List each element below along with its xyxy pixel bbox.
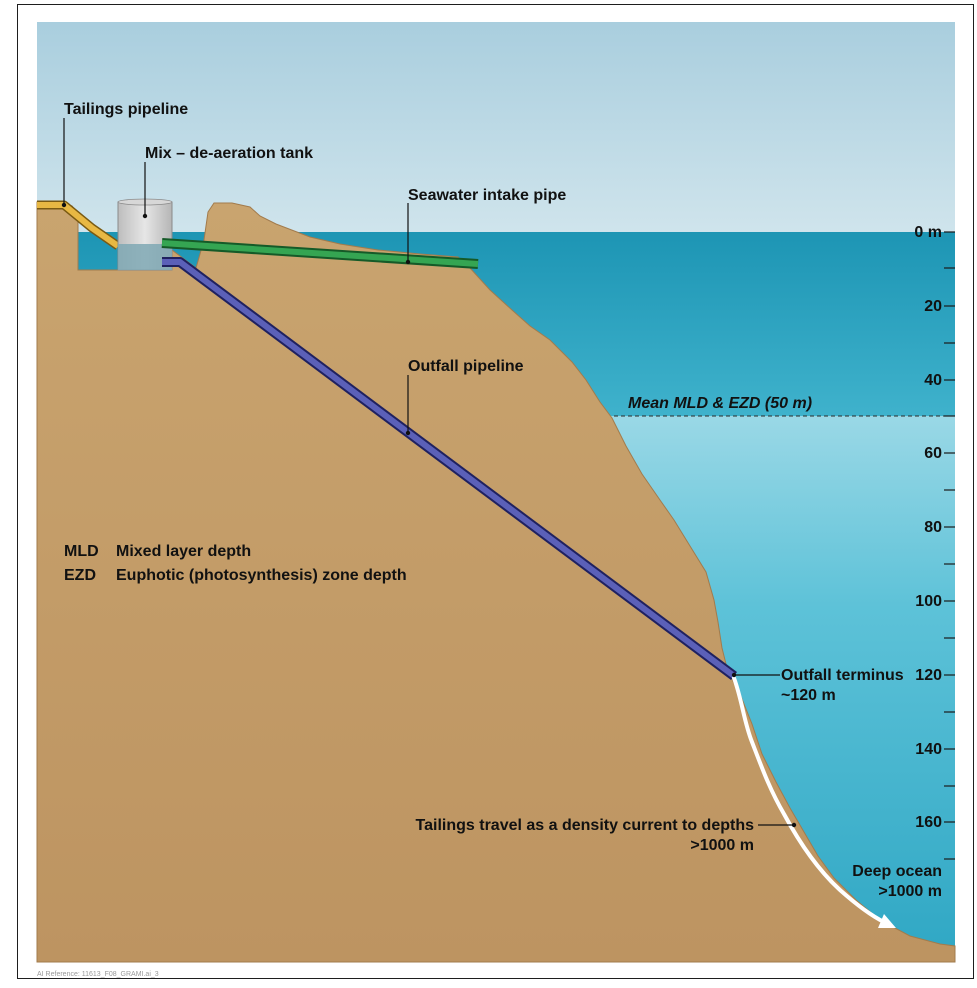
depth-label-120: 120 — [915, 667, 942, 684]
outfall-pipeline-fill — [162, 259, 736, 679]
density-current-arrowhead — [878, 914, 896, 928]
depth-scale — [944, 231, 955, 860]
leader-dots — [61, 202, 797, 828]
legend-ezd-abbr: EZD — [64, 567, 96, 584]
label-density-current: Tailings travel as a density current to … — [416, 817, 755, 834]
reference-note: AI Reference: 11613_F08_GRAMI.ai_3 — [37, 971, 159, 978]
depth-scale-labels: 0 m 20 40 60 80 100 120 140 160 — [914, 224, 942, 831]
label-density-current-depth: >1000 m — [690, 837, 754, 854]
label-tailings-pipeline: Tailings pipeline — [64, 101, 188, 118]
leader-lines — [63, 118, 794, 826]
label-deep-ocean: Deep ocean — [852, 863, 942, 880]
depth-label-100: 100 — [915, 593, 942, 610]
depth-label-20: 20 — [924, 298, 942, 315]
depth-label-140: 140 — [915, 741, 942, 758]
label-mix-tank: Mix – de-aeration tank — [145, 145, 313, 162]
depth-label-40: 40 — [924, 372, 942, 389]
land-mass — [36, 201, 956, 963]
depth-label-80: 80 — [924, 519, 942, 536]
legend-mld-abbr: MLD — [64, 543, 99, 560]
depth-label-60: 60 — [924, 445, 942, 462]
legend: MLD Mixed layer depth EZD Euphotic (phot… — [64, 543, 407, 584]
legend-ezd-text: Euphotic (photosynthesis) zone depth — [116, 567, 407, 584]
legend-mld-text: Mixed layer depth — [116, 543, 251, 560]
seawater-intake-pipe-fill — [161, 240, 479, 267]
depth-label-160: 160 — [915, 814, 942, 831]
depth-label-0: 0 m — [914, 224, 942, 241]
label-outfall-terminus: Outfall terminus — [781, 667, 904, 684]
label-outfall-pipeline: Outfall pipeline — [408, 358, 524, 375]
label-deep-ocean-depth: >1000 m — [878, 883, 942, 900]
tailings-pipeline-fill — [37, 202, 120, 249]
density-current-arrow — [732, 676, 886, 924]
sky — [37, 22, 955, 232]
label-seawater-intake: Seawater intake pipe — [408, 187, 566, 204]
label-mean-mld-ezd: Mean MLD & EZD (50 m) — [628, 395, 812, 412]
label-outfall-terminus-depth: ~120 m — [781, 687, 836, 704]
